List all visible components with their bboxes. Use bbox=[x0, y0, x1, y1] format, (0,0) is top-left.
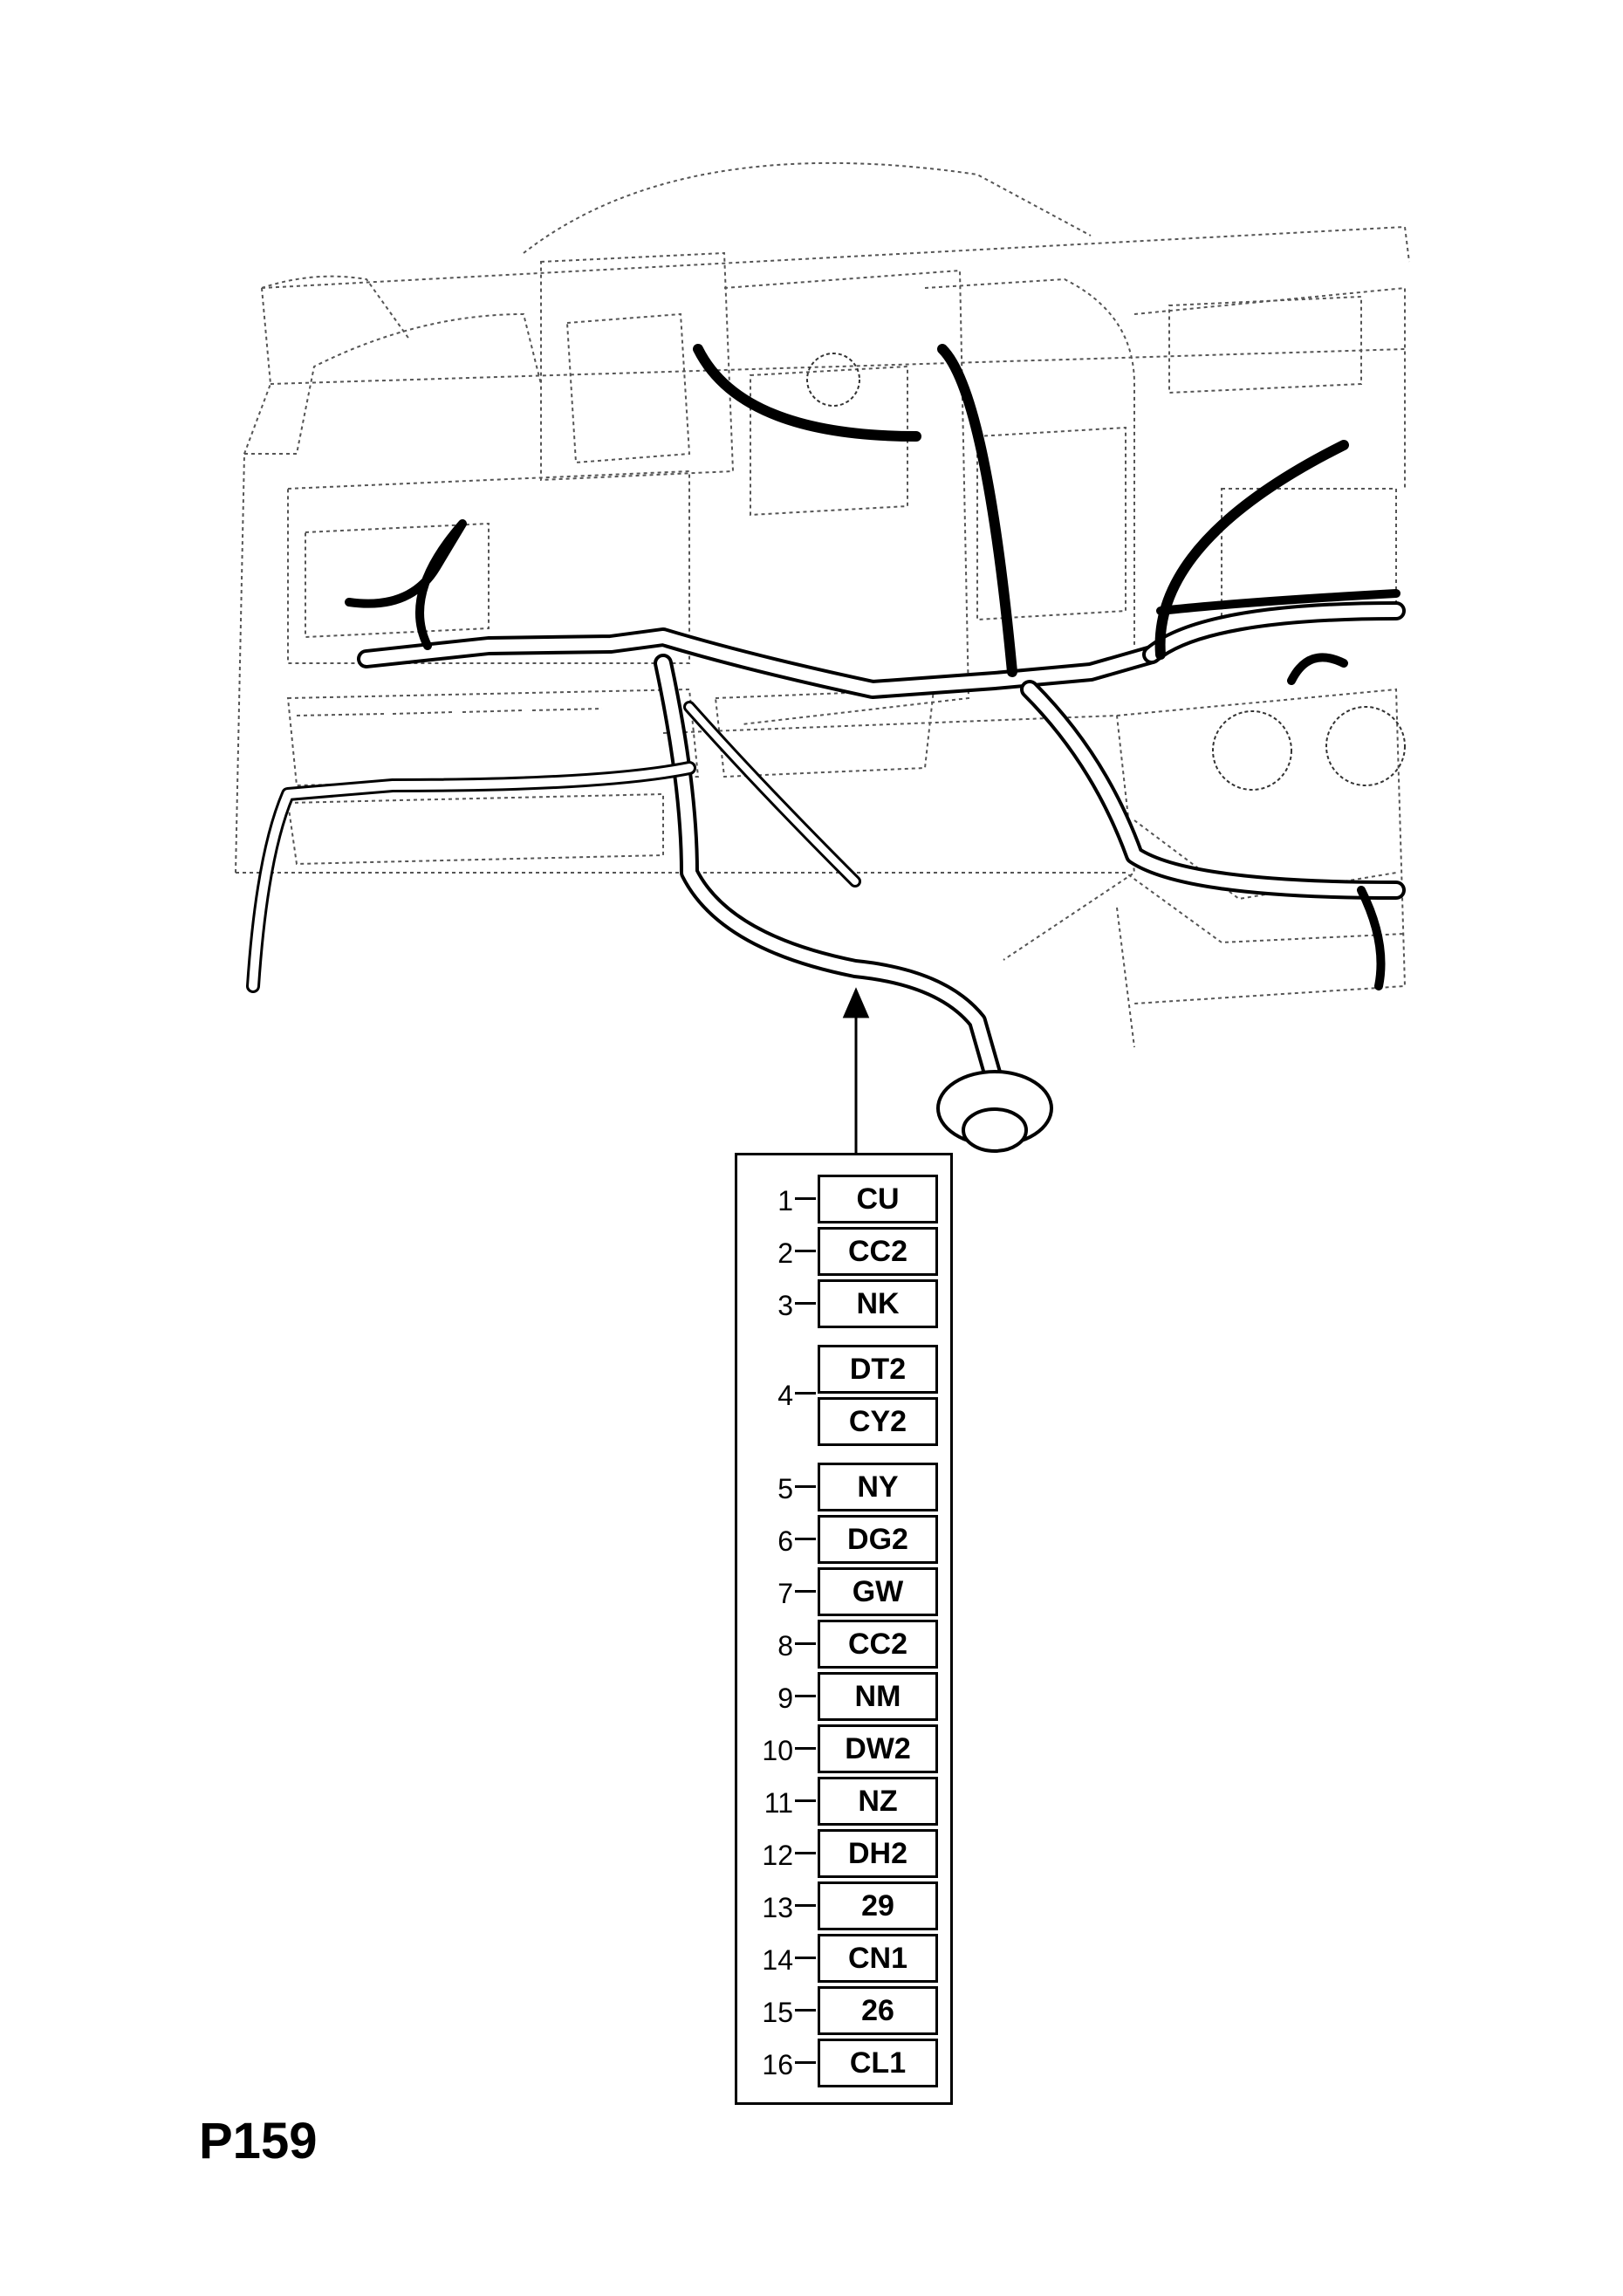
connector-row: 10 DW2 bbox=[737, 1723, 955, 1775]
leader-tick bbox=[795, 1799, 816, 1802]
connector-code: NK bbox=[818, 1279, 938, 1328]
connector-row: DT2 bbox=[737, 1343, 955, 1395]
connector-number: 11 bbox=[764, 1787, 793, 1819]
leader-tick bbox=[795, 1904, 816, 1907]
dash-knob-right bbox=[1325, 706, 1406, 786]
connector-row: 5 NY bbox=[737, 1461, 955, 1513]
leader-tick bbox=[795, 1250, 816, 1252]
connector-number: 2 bbox=[777, 1237, 793, 1269]
connector-row: 9 NM bbox=[737, 1670, 955, 1723]
connector-row: 12 DH2 bbox=[737, 1827, 955, 1880]
connector-code: NM bbox=[818, 1672, 938, 1721]
connector-code: DG2 bbox=[818, 1515, 938, 1564]
connector-row: 3 NK bbox=[737, 1278, 955, 1330]
connector-number: 13 bbox=[762, 1892, 793, 1923]
leader-tick bbox=[795, 1747, 816, 1750]
leader-tick bbox=[795, 1590, 816, 1593]
connector-code: 29 bbox=[818, 1881, 938, 1930]
leader-tick bbox=[795, 1957, 816, 1959]
connector-number: 14 bbox=[762, 1944, 793, 1976]
connector-code: DT2 bbox=[818, 1345, 938, 1394]
connector-code: CN1 bbox=[818, 1934, 938, 1983]
connector-code: CC2 bbox=[818, 1620, 938, 1669]
connector-number: 5 bbox=[777, 1473, 793, 1504]
connector-code: 26 bbox=[818, 1986, 938, 2035]
connector-code: DW2 bbox=[818, 1724, 938, 1773]
leader-tick bbox=[795, 1538, 816, 1540]
dash-knob bbox=[1212, 710, 1292, 791]
wiring-harness bbox=[246, 344, 1406, 1092]
leader-tick bbox=[795, 1852, 816, 1854]
connector-row: 2 CC2 bbox=[737, 1225, 955, 1278]
connector-row: 8 CC2 bbox=[737, 1618, 955, 1670]
connector-row: 14 CN1 bbox=[737, 1932, 955, 1984]
connector-row: 6 DG2 bbox=[737, 1513, 955, 1566]
leader-tick bbox=[795, 2009, 816, 2012]
leader-tick bbox=[795, 2061, 816, 2064]
connector-number: 3 bbox=[777, 1290, 793, 1321]
connector-code: NZ bbox=[818, 1777, 938, 1826]
connector-row: 16 CL1 bbox=[737, 2037, 955, 2089]
connector-number: 16 bbox=[762, 2049, 793, 2080]
leader-tick bbox=[795, 1485, 816, 1488]
leader-tick bbox=[795, 1392, 816, 1395]
connector-row: 7 GW bbox=[737, 1566, 955, 1618]
connector-row: 13 29 bbox=[737, 1880, 955, 1932]
leader-tick bbox=[795, 1197, 816, 1200]
leader-tick bbox=[795, 1695, 816, 1697]
connector-code: DH2 bbox=[818, 1829, 938, 1878]
connector-legend: 1 CU 2 CC2 3 NK DT2 4 CY2 5 NY 6 DG2 7 G… bbox=[735, 1153, 953, 2105]
connector-row: 1 CU bbox=[737, 1173, 955, 1225]
connector-code: GW bbox=[818, 1567, 938, 1616]
leader-arrow bbox=[842, 987, 870, 1153]
grommet bbox=[936, 1070, 1053, 1153]
connector-number: 12 bbox=[762, 1840, 793, 1871]
connector-number: 15 bbox=[762, 1997, 793, 2028]
connector-code: CC2 bbox=[818, 1227, 938, 1276]
connector-code: NY bbox=[818, 1463, 938, 1511]
connector-code: CU bbox=[818, 1175, 938, 1223]
connector-row: CY2 bbox=[737, 1395, 955, 1448]
connector-number: 10 bbox=[762, 1735, 793, 1766]
page-id: P159 bbox=[199, 2113, 318, 2169]
connector-number: 9 bbox=[777, 1683, 793, 1714]
connector-number: 1 bbox=[777, 1185, 793, 1217]
connector-row-group-label: 4 bbox=[737, 1367, 955, 1420]
connector-number: 8 bbox=[777, 1630, 793, 1662]
connector-row: 11 NZ bbox=[737, 1775, 955, 1827]
connector-number: 4 bbox=[777, 1380, 793, 1411]
connector-number: 7 bbox=[777, 1578, 793, 1609]
connector-code: CL1 bbox=[818, 2039, 938, 2087]
dash-vent bbox=[806, 353, 860, 407]
leader-tick bbox=[795, 1642, 816, 1645]
leader-tick bbox=[795, 1302, 816, 1305]
connector-row: 15 26 bbox=[737, 1984, 955, 2037]
connector-code: CY2 bbox=[818, 1397, 938, 1446]
connector-number: 6 bbox=[777, 1525, 793, 1557]
